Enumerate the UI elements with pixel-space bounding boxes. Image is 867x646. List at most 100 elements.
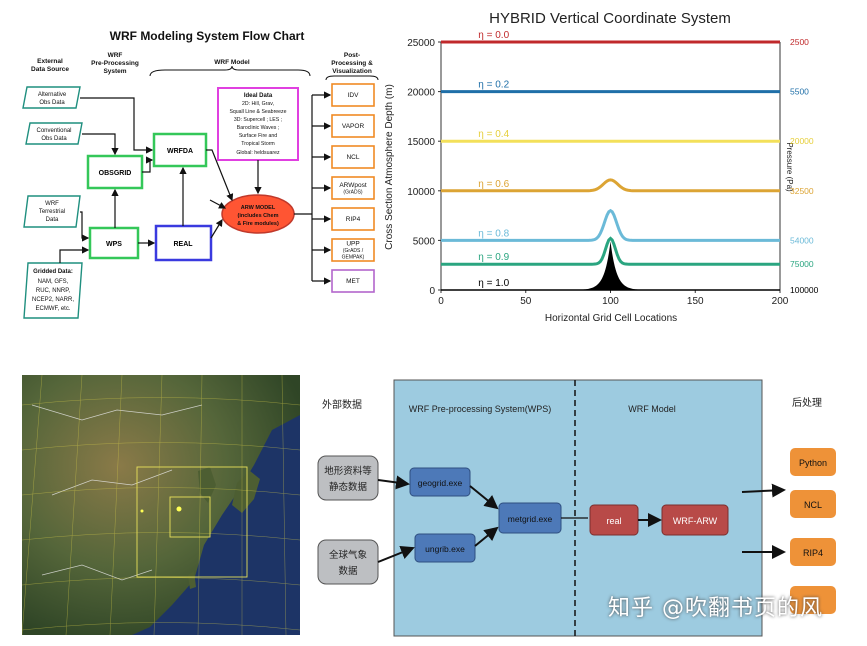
y-tick-label: 5000 [413, 236, 436, 247]
section-model: WRF Model [214, 59, 250, 66]
ideal-box [217, 87, 299, 161]
post-step-extra [790, 586, 836, 614]
map-meridian [153, 375, 163, 635]
obsgrid-label: OBSGRID [99, 170, 132, 177]
map-land [22, 375, 300, 635]
section-post-1: Post- [344, 52, 360, 59]
ideal-line-5: Baroclinic Waves ; [237, 125, 279, 131]
step-geogrid-label: geogrid.exe [418, 478, 463, 488]
pressure-label-0: 2500 [790, 37, 809, 47]
series-label-5: η = 0.9 [478, 252, 509, 263]
pressure-label-4: 54000 [790, 235, 814, 245]
hybrid-xlabel: Horizontal Grid Cell Locations [545, 313, 677, 324]
domain-map [22, 375, 300, 635]
map-meridian [281, 375, 287, 635]
post-box-3 [331, 176, 375, 200]
post-box-6 [331, 269, 375, 293]
post-brace [325, 75, 379, 81]
pressure-label-5: 75000 [790, 259, 814, 269]
arrow-to-ncl [741, 483, 786, 498]
section-wps-1: WRF [108, 52, 123, 59]
y-tick-label: 25000 [407, 38, 435, 49]
map-parallel [22, 622, 300, 631]
y-tick-label: 20000 [407, 88, 435, 99]
y-tick-label: 15000 [407, 137, 435, 148]
section-external-1: External [37, 58, 63, 65]
map-domain-outer [136, 466, 248, 578]
ideal-line-2: 2D: Hill, Grav, [242, 101, 274, 107]
pressure-label-2: 20000 [790, 136, 814, 146]
map-parallel [22, 532, 300, 541]
series-label-0: η = 0.0 [478, 30, 509, 41]
x-tick-label: 0 [438, 296, 444, 307]
series-label-2: η = 0.4 [478, 129, 509, 140]
post-box-label: (GrADS / [343, 248, 364, 254]
map-korea [198, 467, 216, 503]
post-step-label-0: Python [799, 458, 827, 468]
step-geogrid-box [409, 467, 471, 497]
pressure-label-1: 5500 [790, 87, 809, 97]
conv-obs-label-1: Conventional [36, 128, 71, 134]
series-line-5 [441, 236, 780, 266]
post-box-label: MET [346, 278, 360, 285]
wps-label: WPS [106, 241, 122, 248]
gridded-label-5: ECMWF, etc. [35, 306, 70, 312]
model-brace [149, 65, 311, 77]
flow-title: WRF Modeling System Flow Chart [110, 29, 305, 43]
input-gfs-line-1: 全球气象 [329, 549, 368, 561]
input-static-line-1: 地形资料等 [324, 465, 372, 477]
wrfda-box [152, 132, 208, 168]
terrestrial-label-1: WRF [45, 201, 59, 207]
x-tick-label: 150 [687, 296, 704, 307]
arrow-grid-to-wps [59, 246, 90, 263]
post-step-label-2: RIP4 [803, 548, 823, 558]
section-post-3: Visualization [332, 68, 372, 75]
alt-obs-label-2: Obs Data [39, 100, 65, 106]
series-line-3 [441, 178, 780, 193]
map-meridian [65, 375, 83, 635]
hybrid-right-label: Pressure (Pa) [785, 142, 794, 192]
gridded-label-4: NCEP2, NARR, [32, 297, 74, 303]
step-ungrib-box [414, 533, 476, 563]
series-label-1: η = 0.2 [478, 80, 509, 91]
gridded-label-1: Gridded Data: [33, 269, 73, 275]
map-point [176, 506, 182, 512]
map-meridian [109, 375, 123, 635]
pipeline-diagram: 外部数据 WRF Pre-processing System(WPS) WRF … [300, 370, 867, 642]
step-wrf-box [661, 504, 729, 536]
alt-obs-shape [22, 86, 81, 109]
arrow-gfs-to-ungrib [377, 545, 415, 563]
map-point-2 [140, 509, 144, 513]
step-wrf-label: WRF-ARW [673, 516, 718, 526]
post-step-2 [790, 538, 836, 566]
hybrid-ylabel: Cross Section Atmosphere Depth (m) [385, 84, 395, 250]
section-external-2: Data Source [31, 66, 69, 73]
ideal-line-6: Surface Fire and [239, 133, 277, 139]
obsgrid-box [86, 154, 144, 190]
terrestrial-label-3: Data [46, 217, 59, 223]
step-real-label: real [606, 516, 621, 526]
series-label-4: η = 0.8 [478, 228, 509, 239]
section-wps-2: Pre-Processing [91, 60, 139, 67]
pressure-label-3: 32500 [790, 186, 814, 196]
ideal-line-3: Squall Line & Seabreeze [229, 109, 286, 115]
conv-obs-shape [25, 122, 83, 145]
gridded-label-3: RUC, NNRP, [36, 288, 71, 294]
ideal-line-4: 3D: Supercell ; LES ; [234, 117, 282, 123]
input-static-box [317, 455, 379, 501]
ideal-line-8: Global: heldsuarez [236, 150, 280, 156]
post-box-label: UPP [346, 241, 359, 248]
ideal-line-7: Tropical Storm [241, 141, 275, 147]
series-line-4 [441, 208, 780, 242]
step-metgrid-label: metgrid.exe [508, 514, 553, 524]
arrow-conv-to-obsgrid [82, 133, 119, 156]
input-gfs-box [317, 539, 379, 585]
arrow-ungrib-to-metgrid [474, 526, 499, 547]
watermark: 知乎 @吹翻书页的风 [608, 596, 823, 621]
x-tick-label: 200 [772, 296, 789, 307]
input-gfs-line-2: 数据 [338, 565, 358, 577]
arw-line-3: & Fire modules) [237, 221, 279, 227]
map-meridian [197, 375, 203, 635]
pipeline-external-label: 外部数据 [322, 398, 362, 411]
arrow-real-to-arw [210, 218, 223, 239]
